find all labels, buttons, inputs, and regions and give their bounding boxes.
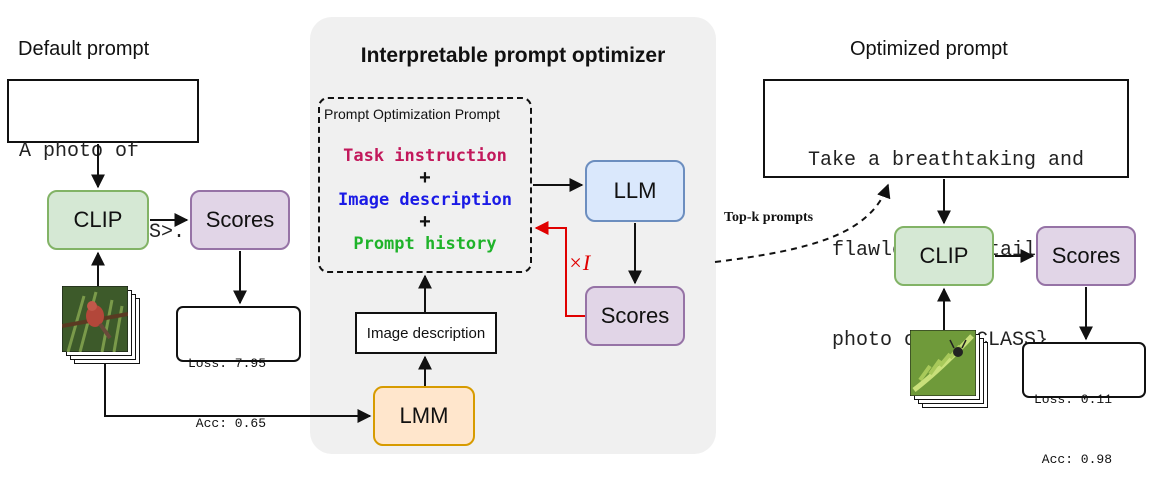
task-instruction-label: Task instruction bbox=[343, 146, 507, 166]
connector-arrows bbox=[91, 144, 1093, 423]
arrow-feedback-loop bbox=[534, 221, 585, 317]
clip-node-left: CLIP bbox=[47, 190, 149, 250]
image-description-box: Image description bbox=[355, 312, 497, 354]
metrics-box-right: Loss: 0.11 Acc: 0.98 bbox=[1022, 342, 1146, 467]
prompt-optimization-prompt-box bbox=[318, 97, 532, 273]
acc-value: Acc: 0.65 bbox=[188, 416, 267, 431]
scores-node-center: Scores bbox=[585, 286, 685, 346]
plus-sign: + bbox=[419, 167, 431, 189]
default-prompt-heading: Default prompt bbox=[18, 38, 150, 60]
scores-node-right: Scores bbox=[1036, 226, 1136, 286]
loss-value: Loss: 7.95 bbox=[188, 356, 267, 371]
prompt-optimization-prompt-title: Prompt Optimization Prompt bbox=[324, 106, 500, 122]
metrics-box-left: Loss: 7.95 Acc: 0.65 bbox=[176, 306, 301, 431]
plant-image-icon bbox=[910, 330, 976, 396]
optimized-prompt-heading: Optimized prompt bbox=[850, 38, 1008, 60]
lmm-node: LMM bbox=[373, 386, 475, 446]
image-description-label: Image description bbox=[338, 190, 512, 210]
scores-node-left: Scores bbox=[190, 190, 290, 250]
default-prompt-line: A photo of bbox=[19, 140, 140, 163]
topk-prompts-label: Top-k prompts bbox=[724, 210, 814, 225]
optimizer-heading: Interpretable prompt optimizer bbox=[360, 44, 666, 67]
arrow-topk-dashed bbox=[714, 183, 891, 263]
iteration-label: ×I bbox=[568, 250, 591, 275]
plus-sign: + bbox=[419, 211, 431, 233]
prompt-history-label: Prompt history bbox=[353, 234, 497, 254]
bird-image-icon bbox=[62, 286, 128, 352]
loss-value: Loss: 0.11 bbox=[1034, 392, 1113, 407]
clip-node-right: CLIP bbox=[894, 226, 994, 286]
optimized-prompt-line: Take a breathtaking and bbox=[807, 149, 1085, 172]
arrow-images-to-lmm bbox=[104, 363, 372, 423]
llm-node: LLM bbox=[585, 160, 685, 222]
